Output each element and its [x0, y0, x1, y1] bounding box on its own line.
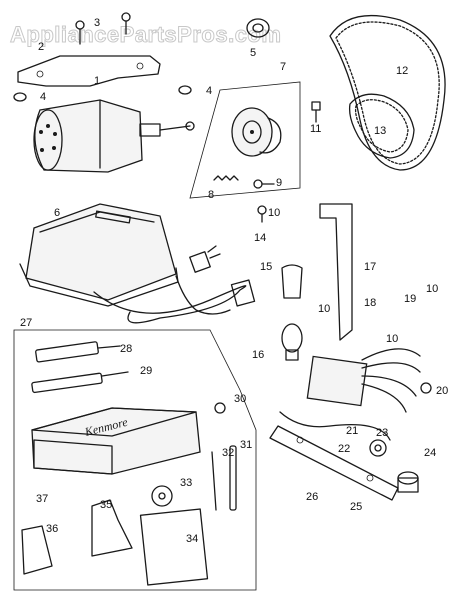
pulley: [246, 18, 270, 38]
needle: [211, 451, 217, 511]
part-number-11: 11: [310, 123, 321, 135]
set-screw-11: [311, 101, 321, 123]
cord-connector: [230, 279, 256, 307]
accessory-box: [31, 407, 201, 475]
part-number-14: 14: [254, 232, 266, 244]
part-number-9: 9: [276, 177, 282, 189]
part-number-23: 23: [376, 427, 388, 439]
screwdriver-large: [35, 341, 121, 363]
bracket-screw: [75, 12, 131, 45]
presser-foot-35: [91, 499, 133, 557]
part-number-13: 13: [374, 125, 386, 137]
bobbin-winder: [231, 107, 282, 157]
bobbin-winder-frame: [189, 81, 301, 199]
part-number-31: 31: [240, 439, 252, 451]
part-number-33: 33: [180, 477, 192, 489]
part-number-30: 30: [234, 393, 246, 405]
winder-screw: [253, 179, 275, 189]
part-number-19: 19: [404, 293, 416, 305]
switch-plate: [269, 425, 399, 501]
motor-mount-grommet: [13, 85, 192, 102]
part-number-10: 10: [268, 207, 280, 219]
part-number-1: 1: [94, 75, 100, 87]
lamp-socket: [281, 264, 303, 299]
terminal-block: [306, 355, 368, 407]
drive-belt-small: [348, 93, 415, 159]
zipper-foot: [21, 525, 53, 575]
part-number-29: 29: [140, 365, 152, 377]
part-number-17: 17: [364, 261, 376, 273]
watermark: AppliancePartsPros.com: [10, 22, 281, 47]
part-number-2: 2: [38, 41, 44, 53]
wire-harness: [279, 348, 432, 441]
wiring-bracket: [319, 203, 353, 341]
part-number-20: 20: [436, 385, 448, 397]
part-number-16: 16: [252, 349, 264, 361]
screw-10-top: [257, 205, 267, 223]
power-cord: [93, 275, 247, 324]
part-number-7: 7: [280, 61, 286, 73]
part-number-27: 27: [20, 317, 32, 329]
part-number-10: 10: [426, 283, 438, 295]
part-number-8: 8: [208, 189, 214, 201]
bobbin: [151, 485, 173, 507]
part-number-4: 4: [40, 91, 46, 103]
drive-belt-large: [329, 14, 446, 171]
part-number-24: 24: [424, 447, 436, 459]
part-number-15: 15: [260, 261, 272, 273]
part-number-37: 37: [36, 493, 48, 505]
part-number-22: 22: [338, 443, 350, 455]
part-number-10: 10: [386, 333, 398, 345]
winder-spring: [213, 175, 239, 181]
part-number-6: 6: [54, 207, 60, 219]
part-number-12: 12: [396, 65, 408, 77]
motor-mount-bracket: [17, 55, 161, 87]
spool-pin: [229, 445, 237, 511]
felt-washer: [214, 402, 226, 414]
light-bulb: [281, 323, 303, 361]
power-cord-plug: [189, 245, 221, 273]
part-number-5: 5: [250, 47, 256, 59]
toothed-washer: [369, 439, 387, 457]
part-number-25: 25: [350, 501, 362, 513]
part-number-3: 3: [94, 17, 100, 29]
part-number-28: 28: [120, 343, 132, 355]
foot-controller: [19, 203, 179, 307]
part-number-32: 32: [222, 447, 234, 459]
part-number-35: 35: [100, 499, 112, 511]
part-number-34: 34: [186, 533, 198, 545]
motor: [33, 99, 195, 173]
part-number-26: 26: [306, 491, 318, 503]
part-number-18: 18: [364, 297, 376, 309]
screwdriver-small: [31, 371, 129, 394]
accessory-kit-border: [13, 329, 257, 591]
speed-control: [397, 471, 419, 493]
part-number-36: 36: [46, 523, 58, 535]
part-number-10: 10: [318, 303, 330, 315]
buttonhole-foot: [139, 508, 209, 586]
part-number-21: 21: [346, 425, 358, 437]
part-number-4: 4: [206, 85, 212, 97]
